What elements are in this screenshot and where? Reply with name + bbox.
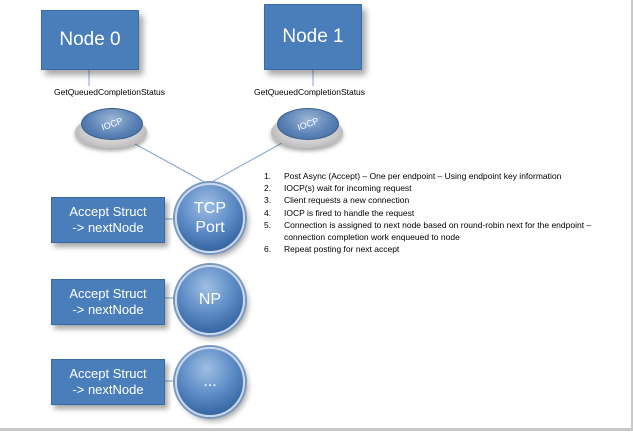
- node-0-label: Node 0: [59, 29, 121, 50]
- iocp-1-top: IOCP: [277, 108, 339, 140]
- step-item: 3. Client requests a new connection: [264, 194, 614, 206]
- step-number: 4.: [264, 207, 272, 218]
- step-item: 2. IOCP(s) wait for incoming request: [264, 182, 614, 194]
- step-number: 1.: [264, 171, 272, 181]
- iocp-0-disc: IOCP: [75, 106, 147, 148]
- more-endpoints-label: ...: [203, 373, 217, 391]
- np-label: NP: [198, 291, 222, 309]
- step-text: Connection is assigned to next node base…: [284, 219, 592, 243]
- np-disc: NP: [175, 265, 245, 335]
- iocp-1-disc: IOCP: [271, 106, 343, 148]
- node-1-box: Node 1: [264, 4, 362, 70]
- accept-struct-0: Accept Struct -> nextNode: [51, 197, 165, 243]
- node-0-box: Node 0: [41, 10, 139, 70]
- step-text: IOCP is fired to handle the request: [284, 207, 415, 218]
- accept-struct-1-line2: -> nextNode: [72, 302, 144, 317]
- accept-struct-2-line2: -> nextNode: [72, 382, 144, 397]
- step-item: 4. IOCP is fired to handle the request: [264, 207, 614, 219]
- step-number: 5.: [264, 219, 272, 230]
- step-text: Post Async (Accept) – One per endpoint –…: [284, 171, 562, 181]
- step-number: 6.: [264, 244, 272, 255]
- iocp-0-top: IOCP: [81, 108, 143, 140]
- tcp-port-label-line2: Port: [195, 219, 225, 236]
- accept-struct-1: Accept Struct -> nextNode: [51, 279, 165, 325]
- accept-struct-2-line1: Accept Struct: [69, 365, 147, 381]
- node-1-label: Node 1: [282, 26, 344, 47]
- step-text: Repeat posting for next accept: [284, 244, 400, 255]
- node-0-api-label: GetQueuedCompletionStatus: [54, 87, 166, 97]
- step-number: 3.: [264, 195, 272, 206]
- iocp-1-label: IOCP: [295, 115, 321, 133]
- step-text: Client requests a new connection: [284, 195, 410, 206]
- tcp-port-disc: TCP Port: [175, 183, 245, 253]
- step-item: 5. Connection is assigned to next node ba…: [264, 219, 614, 243]
- accept-struct-1-line1: Accept Struct: [69, 285, 147, 301]
- accept-struct-0-line1: Accept Struct: [69, 203, 147, 219]
- accept-struct-2: Accept Struct -> nextNode: [51, 359, 165, 405]
- iocp-0-label: IOCP: [99, 115, 125, 133]
- accept-struct-0-line2: -> nextNode: [72, 220, 144, 235]
- step-text: IOCP(s) wait for incoming request: [284, 183, 412, 194]
- tcp-port-label-line1: TCP: [194, 199, 226, 217]
- step-item: 6. Repeat posting for next accept: [264, 243, 614, 255]
- steps-list: 1. Post Async (Accept) – One per endpoint…: [264, 170, 614, 255]
- node-1-api-label: GetQueuedCompletionStatus: [254, 87, 366, 97]
- more-endpoints-disc: ...: [175, 347, 245, 417]
- step-item: 1. Post Async (Accept) – One per endpoint…: [264, 170, 614, 182]
- step-number: 2.: [264, 183, 272, 194]
